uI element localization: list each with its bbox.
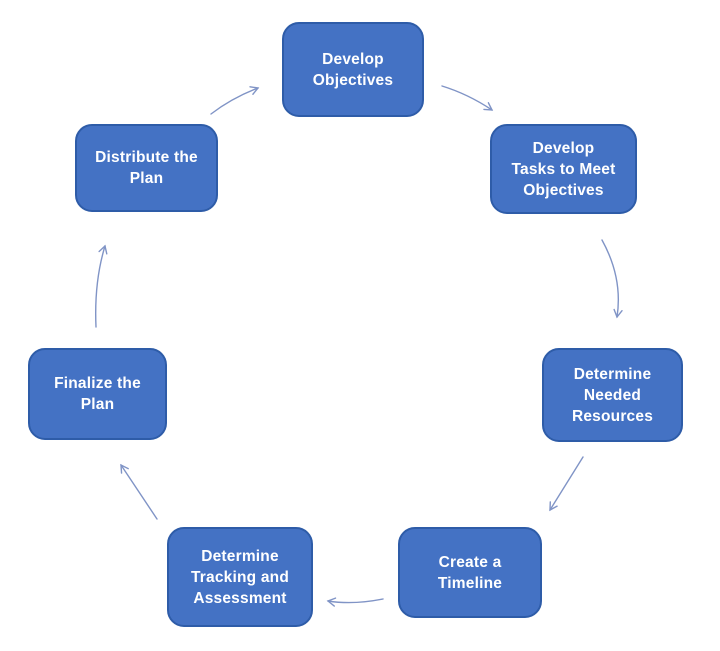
node-label: Plan [129, 170, 164, 187]
arrow-finalize-plan-to-distribute-plan [95, 244, 108, 328]
node-label: Tracking and [190, 568, 289, 586]
arrow-develop-tasks-to-determine-resources [601, 239, 623, 319]
node-label: Objectives [312, 71, 394, 89]
node-label: Tasks to Meet [511, 160, 616, 178]
node-finalize-the-plan: Finalize the Plan [28, 348, 167, 440]
node-label: Develop [322, 50, 384, 68]
node-create-a-timeline: Create a Timeline [398, 527, 542, 618]
arrow-distribute-plan-to-develop-objectives [210, 86, 260, 115]
node-label: Resources [571, 407, 654, 425]
arrow-determine-tracking-to-finalize-plan [120, 463, 158, 520]
node-distribute-the-plan: Distribute the Plan [75, 124, 218, 212]
node-label: Develop [532, 139, 595, 157]
arrow-develop-objectives-to-develop-tasks [441, 85, 494, 111]
arrow-create-timeline-to-determine-tracking [326, 597, 384, 607]
node-label: Finalize the [54, 375, 141, 392]
node-label: Distribute the [95, 149, 198, 166]
node-develop-objectives: Develop Objectives [282, 22, 424, 117]
node-label: Assessment [193, 589, 287, 607]
node-label: Create a [438, 553, 502, 571]
node-label: Timeline [437, 574, 503, 592]
node-label: Needed [583, 386, 642, 404]
node-determine-tracking-and-assessment: Determine Tracking and Assessment [167, 527, 313, 627]
node-label: Determine [201, 547, 279, 565]
node-label: Objectives [523, 181, 604, 199]
arrow-determine-resources-to-create-timeline [549, 456, 584, 512]
node-develop-tasks-to-meet-objectives: Develop Tasks to Meet Objectives [490, 124, 637, 214]
node-determine-needed-resources: Determine Needed Resources [542, 348, 683, 442]
node-label: Determine [573, 365, 652, 383]
node-label: Plan [80, 396, 115, 413]
